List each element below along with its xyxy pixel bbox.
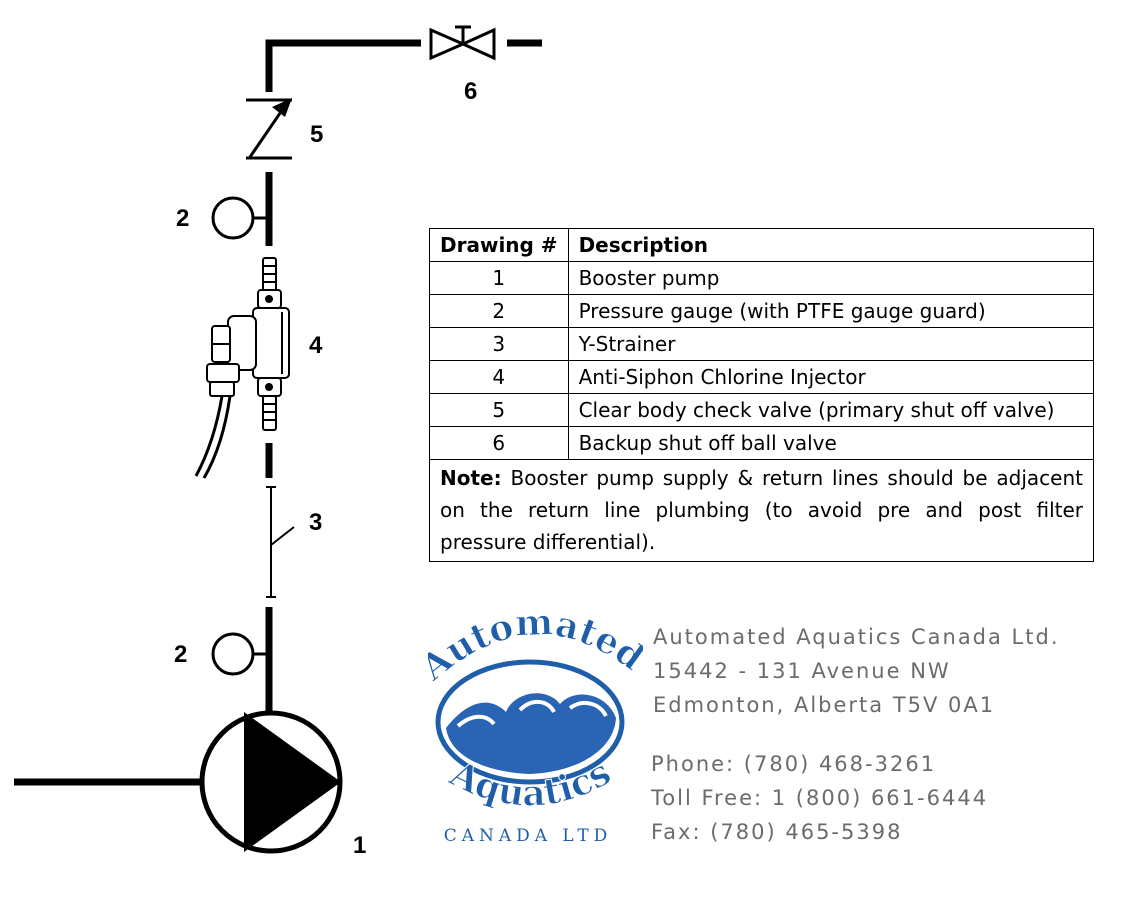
row-description: Clear body check valve (primary shut off… <box>567 393 1095 427</box>
row-number: 4 <box>429 360 569 394</box>
pressure-gauge-top-symbol <box>211 196 269 240</box>
header-drawing-number: Drawing # <box>429 228 569 262</box>
company-contact: Phone: (780) 468-3261 Toll Free: 1 (800)… <box>651 747 988 849</box>
label-gauge-bottom: 2 <box>174 641 187 668</box>
label-gauge-top: 2 <box>176 205 189 232</box>
row-description: Anti-Siphon Chlorine Injector <box>567 360 1095 394</box>
row-number: 3 <box>429 327 569 361</box>
company-address: Automated Aquatics Canada Ltd. 15442 - 1… <box>653 620 1060 722</box>
company-phone: Phone: (780) 468-3261 <box>651 752 937 776</box>
logo-text-canada-ltd: CANADA LTD <box>444 826 613 846</box>
table-row: 2 Pressure gauge (with PTFE gauge guard) <box>429 294 1095 328</box>
booster-pump-symbol <box>199 710 343 854</box>
row-number: 6 <box>429 426 569 460</box>
row-number: 5 <box>429 393 569 427</box>
header-description: Description <box>567 228 1095 262</box>
company-city: Edmonton, Alberta T5V 0A1 <box>653 693 996 717</box>
row-description: Booster pump <box>567 261 1095 295</box>
note-cell: Note: Booster pump supply & return lines… <box>429 459 1094 562</box>
company-fax: Fax: (780) 465-5398 <box>651 820 903 844</box>
row-description: Backup shut off ball valve <box>567 426 1095 460</box>
note-label: Note: <box>440 466 502 490</box>
pressure-gauge-bottom-symbol <box>211 632 269 676</box>
row-description: Y-Strainer <box>567 327 1095 361</box>
label-injector: 4 <box>309 332 323 359</box>
table-row: 4 Anti-Siphon Chlorine Injector <box>429 360 1095 394</box>
company-toll-free: Toll Free: 1 (800) 661-6444 <box>651 786 989 810</box>
row-number: 1 <box>429 261 569 295</box>
ball-valve-symbol <box>429 25 496 61</box>
legend-header-row: Drawing # Description <box>429 228 1095 262</box>
note-text: Booster pump supply & return lines shoul… <box>440 466 1083 554</box>
table-row: 1 Booster pump <box>429 261 1095 295</box>
label-strainer: 3 <box>309 509 322 536</box>
return-pipe <box>265 39 421 92</box>
check-valve-symbol <box>246 98 292 160</box>
logo-wave <box>446 693 616 774</box>
legend-table: Drawing # Description 1 Booster pump 2 P… <box>429 228 1095 562</box>
company-name: Automated Aquatics Canada Ltd. <box>653 625 1060 649</box>
note-row: Note: Booster pump supply & return lines… <box>429 459 1094 562</box>
table-row: 6 Backup shut off ball valve <box>429 426 1095 460</box>
company-logo: Automated Aquatics CANADA LTD <box>428 601 643 846</box>
table-row: 5 Clear body check valve (primary shut o… <box>429 393 1095 427</box>
company-street: 15442 - 131 Avenue NW <box>653 659 951 683</box>
label-ball-valve: 6 <box>464 78 477 105</box>
table-row: 3 Y-Strainer <box>429 327 1095 361</box>
y-strainer-symbol <box>266 486 295 598</box>
row-description: Pressure gauge (with PTFE gauge guard) <box>567 294 1095 328</box>
label-check-valve: 5 <box>310 121 323 148</box>
label-pump: 1 <box>353 832 366 859</box>
chlorine-injector-symbol <box>194 257 290 479</box>
row-number: 2 <box>429 294 569 328</box>
